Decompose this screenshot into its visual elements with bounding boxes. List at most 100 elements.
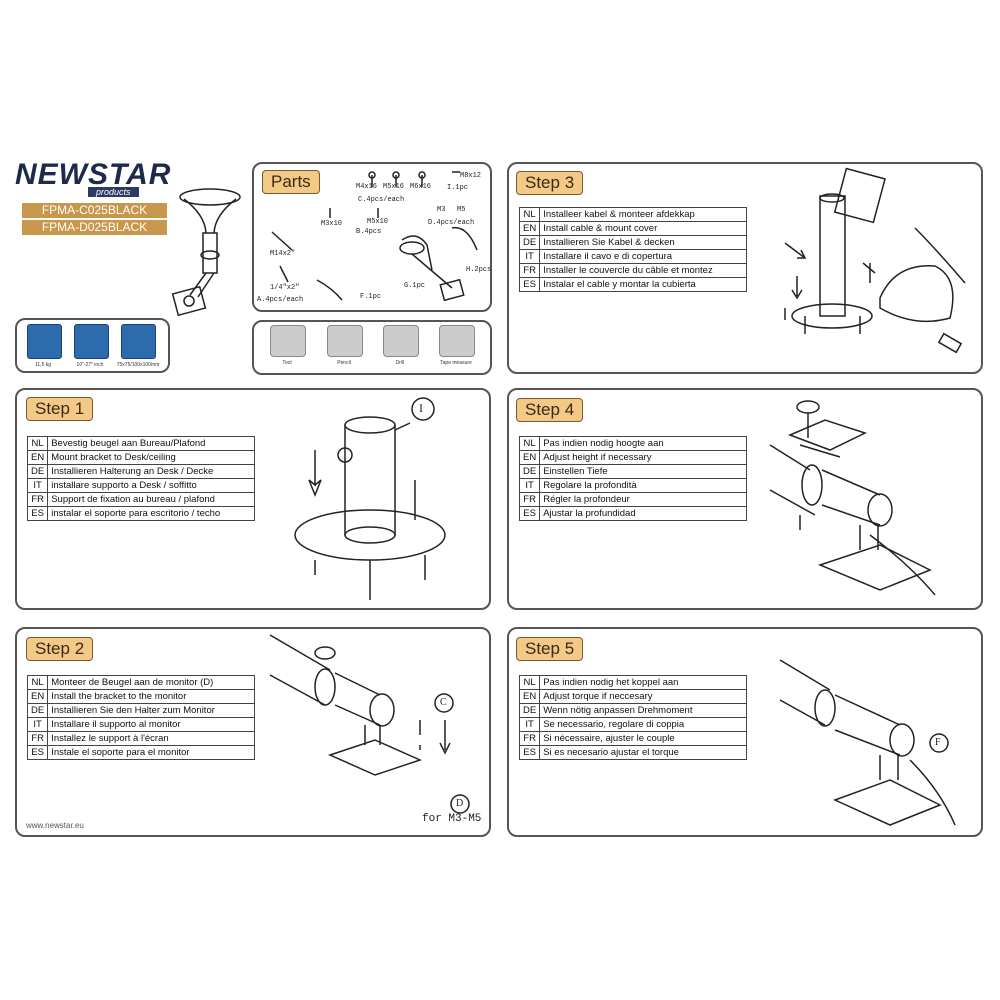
instruction-text: Install cable & mount cover — [539, 221, 748, 236]
part-label: M3 — [437, 206, 446, 214]
callout-circle-C — [434, 693, 454, 713]
instruction-text: Adjust torque if neccesary — [539, 689, 748, 704]
lang-code: FR — [26, 492, 49, 507]
lang-code: EN — [518, 689, 541, 704]
model-label-2: FPMA-D025BLACK — [22, 220, 167, 235]
footer-url: www.newstar.eu — [26, 821, 84, 830]
part-label: M5x16 — [383, 183, 405, 191]
instruction-text: Install the bracket to the monitor — [47, 689, 256, 704]
lang-code: DE — [518, 235, 541, 250]
step-5-illustration — [779, 659, 956, 826]
instruction-text: Installeer kabel & monteer afdekkap — [539, 207, 748, 222]
callout-circle-I — [411, 397, 435, 421]
callout-label: C — [440, 697, 447, 708]
instruction-text: Installare il cavo e di copertura — [539, 249, 748, 264]
step-5-title: Step 5 — [516, 637, 584, 661]
lang-code: DE — [26, 464, 49, 479]
brand-name-new: NEW — [15, 158, 88, 191]
part-label: I.1pc — [447, 184, 469, 192]
lang-code: EN — [26, 450, 49, 465]
part-label: C.4pcs/each — [358, 196, 405, 204]
lang-code: FR — [518, 492, 541, 507]
instruction-text: Pas indien nodig hoogte aan — [539, 436, 748, 451]
parts-title: Parts — [262, 170, 320, 194]
instruction-text: Support de fixation au bureau / plafond — [47, 492, 256, 507]
brand-name-star: STAR — [88, 158, 172, 191]
tape-measure-icon — [439, 325, 475, 357]
lang-code: IT — [26, 478, 49, 493]
step-4-title: Step 4 — [516, 398, 584, 422]
callout-label: I — [419, 401, 423, 415]
lang-code: DE — [26, 703, 49, 718]
instruction-text: Si es necesario ajustar el torque — [539, 745, 748, 760]
step-2-illustration — [269, 634, 451, 776]
instruction-text: Bevestig beugel aan Bureau/Plafond — [47, 436, 256, 451]
lang-code: IT — [26, 717, 49, 732]
lang-code: IT — [518, 717, 541, 732]
lang-code: NL — [518, 436, 541, 451]
part-label: M5 — [457, 206, 466, 214]
weight-icon — [27, 324, 62, 359]
lang-code: EN — [518, 221, 541, 236]
instruction-text: instalar el soporte para escritorio / te… — [47, 506, 256, 521]
instruction-text: Si nécessaire, ajuster le couple — [539, 731, 748, 746]
part-label: M4x16 — [356, 183, 378, 191]
tool-label: Tool — [282, 360, 292, 366]
instruction-text: Installez le support à l'écran — [47, 731, 256, 746]
screwdriver-icon — [270, 325, 306, 357]
step-1-title: Step 1 — [26, 397, 94, 421]
part-label: 1/4"x2" — [270, 284, 300, 292]
vesa-icon — [121, 324, 156, 359]
lang-code: EN — [26, 689, 49, 704]
product-illustration — [171, 188, 241, 317]
callout-label: D — [456, 798, 464, 809]
part-label: M6x16 — [410, 183, 432, 191]
brand-logo: NEWSTAR — [15, 158, 171, 192]
instruction-text: Wenn nötig anpassen Drehmoment — [539, 703, 748, 718]
instruction-text: Se necessario, regolare di coppia — [539, 717, 748, 732]
brand-sub: products — [88, 187, 139, 197]
part-label: B.4pcs — [356, 228, 382, 236]
lang-code: NL — [518, 207, 541, 222]
pencil-icon — [327, 325, 363, 357]
instruction-text: Regolare la profondità — [539, 478, 748, 493]
spec-label-weight: 11,5 kg — [34, 362, 52, 368]
lang-code: DE — [518, 703, 541, 718]
lang-code: ES — [26, 506, 49, 521]
lang-code: ES — [518, 277, 541, 292]
lang-code: EN — [518, 450, 541, 465]
instruction-text: Installieren Sie den Halter zum Monitor — [47, 703, 256, 718]
part-label: H.2pcs — [466, 266, 492, 274]
step-1-illustration — [294, 416, 446, 600]
callout-circle-D — [450, 794, 470, 814]
tool-label: Pencil — [337, 360, 351, 366]
instruction-text: Régler la profondeur — [539, 492, 748, 507]
instruction-text: Adjust height if necessary — [539, 450, 748, 465]
instruction-text: installare supporto a Desk / soffitto — [47, 478, 256, 493]
instruction-text: Monteer de Beugel aan de monitor (D) — [47, 675, 256, 690]
instruction-text: Installieren Sie Kabel & decken — [539, 235, 748, 250]
part-label: M5x10 — [367, 218, 389, 226]
